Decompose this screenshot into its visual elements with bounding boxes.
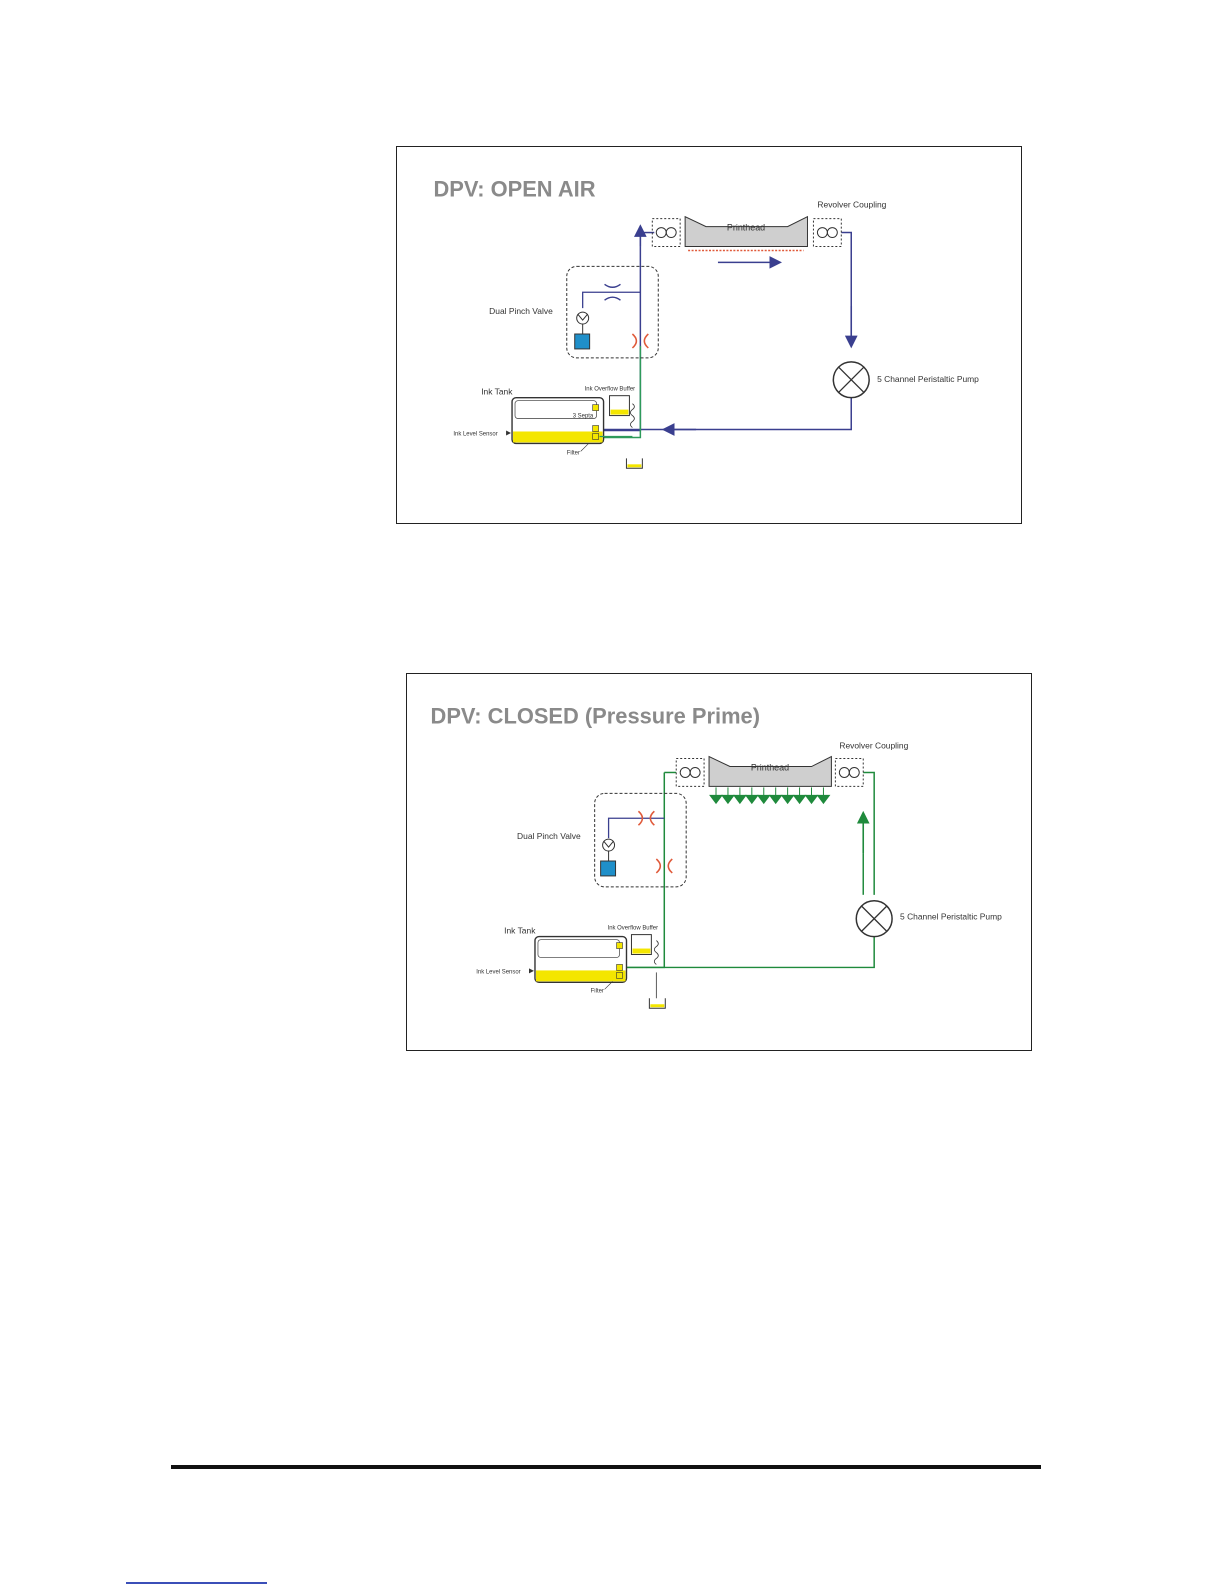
ink-level-sensor-label: Ink Level Sensor xyxy=(453,431,497,437)
revolver-coupling-label: Revolver Coupling xyxy=(817,200,886,210)
closed-valve-icon xyxy=(637,810,655,826)
idle-line xyxy=(600,345,642,439)
dpv-closed-svg: DPV: CLOSED (Pressure Prime) Revolver xyxy=(431,704,1002,1009)
coupling-left-icon xyxy=(679,767,691,778)
dual-pinch-valve-box xyxy=(566,265,659,359)
septum xyxy=(592,433,599,440)
check-valve-icon xyxy=(576,311,590,325)
coupling-right-icon xyxy=(838,767,850,778)
flow-line xyxy=(616,934,875,969)
figure-title: DPV: CLOSED (Pressure Prime) xyxy=(431,704,760,729)
diagram-dpv-closed: DPV: CLOSED (Pressure Prime) Revolver xyxy=(406,673,1032,1051)
drain-icon xyxy=(625,458,643,469)
ink-tank-label: Ink Tank xyxy=(481,387,513,397)
actuator-icon xyxy=(574,333,591,350)
sensor-arrow-icon xyxy=(529,968,534,974)
dual-pinch-valve-label: Dual Pinch Valve xyxy=(489,306,553,316)
printhead-label: Printhead xyxy=(727,223,765,233)
filter-label: Filter xyxy=(567,450,580,456)
footer-link-underline[interactable] xyxy=(126,1582,267,1584)
ink-level-fill xyxy=(535,970,626,982)
septum xyxy=(616,942,623,949)
footer-rule xyxy=(171,1465,1041,1469)
flow-line xyxy=(863,771,875,895)
ink-level-sensor-label: Ink Level Sensor xyxy=(476,969,520,975)
coupling-right-icon xyxy=(816,227,828,239)
dpv-open-air-svg: DPV: OPEN AIR Revolver Coupling Printhea… xyxy=(433,177,979,469)
septum xyxy=(592,425,599,432)
coupling-left-icon xyxy=(655,227,667,239)
sensor-arrow-icon xyxy=(506,430,512,436)
ink-level-fill xyxy=(513,431,603,443)
flow-line xyxy=(599,397,852,431)
open-valve-icon xyxy=(604,283,621,301)
pump-label: 5 Channel Peristaltic Pump xyxy=(877,374,979,384)
filter-label: Filter xyxy=(591,988,604,994)
flow-line xyxy=(841,231,852,341)
dual-pinch-valve-label: Dual Pinch Valve xyxy=(517,831,581,841)
revolver-coupling-label: Revolver Coupling xyxy=(839,741,908,751)
septum xyxy=(616,964,623,971)
closed-valve-icon xyxy=(655,858,673,874)
figure-title: DPV: OPEN AIR xyxy=(433,177,595,202)
closed-valve-icon xyxy=(631,333,649,349)
drain-icon xyxy=(648,998,666,1009)
septa-label: 3 Septa xyxy=(573,414,594,420)
overflow-buffer-label: Ink Overflow Buffer xyxy=(608,926,659,932)
pump-label: 5 Channel Peristaltic Pump xyxy=(900,912,1002,922)
spray-arrows xyxy=(709,787,831,805)
printhead xyxy=(684,215,808,247)
ink-tank-label: Ink Tank xyxy=(504,926,536,936)
dual-pinch-valve-box xyxy=(594,792,687,888)
septum xyxy=(592,404,599,411)
printhead-label: Printhead xyxy=(751,762,789,772)
diagram-dpv-open-air: DPV: OPEN AIR Revolver Coupling Printhea… xyxy=(396,146,1022,524)
actuator-icon xyxy=(600,860,617,877)
check-valve-icon xyxy=(602,838,616,852)
septum xyxy=(616,972,623,979)
printhead xyxy=(708,755,832,787)
overflow-buffer-label: Ink Overflow Buffer xyxy=(585,387,636,393)
